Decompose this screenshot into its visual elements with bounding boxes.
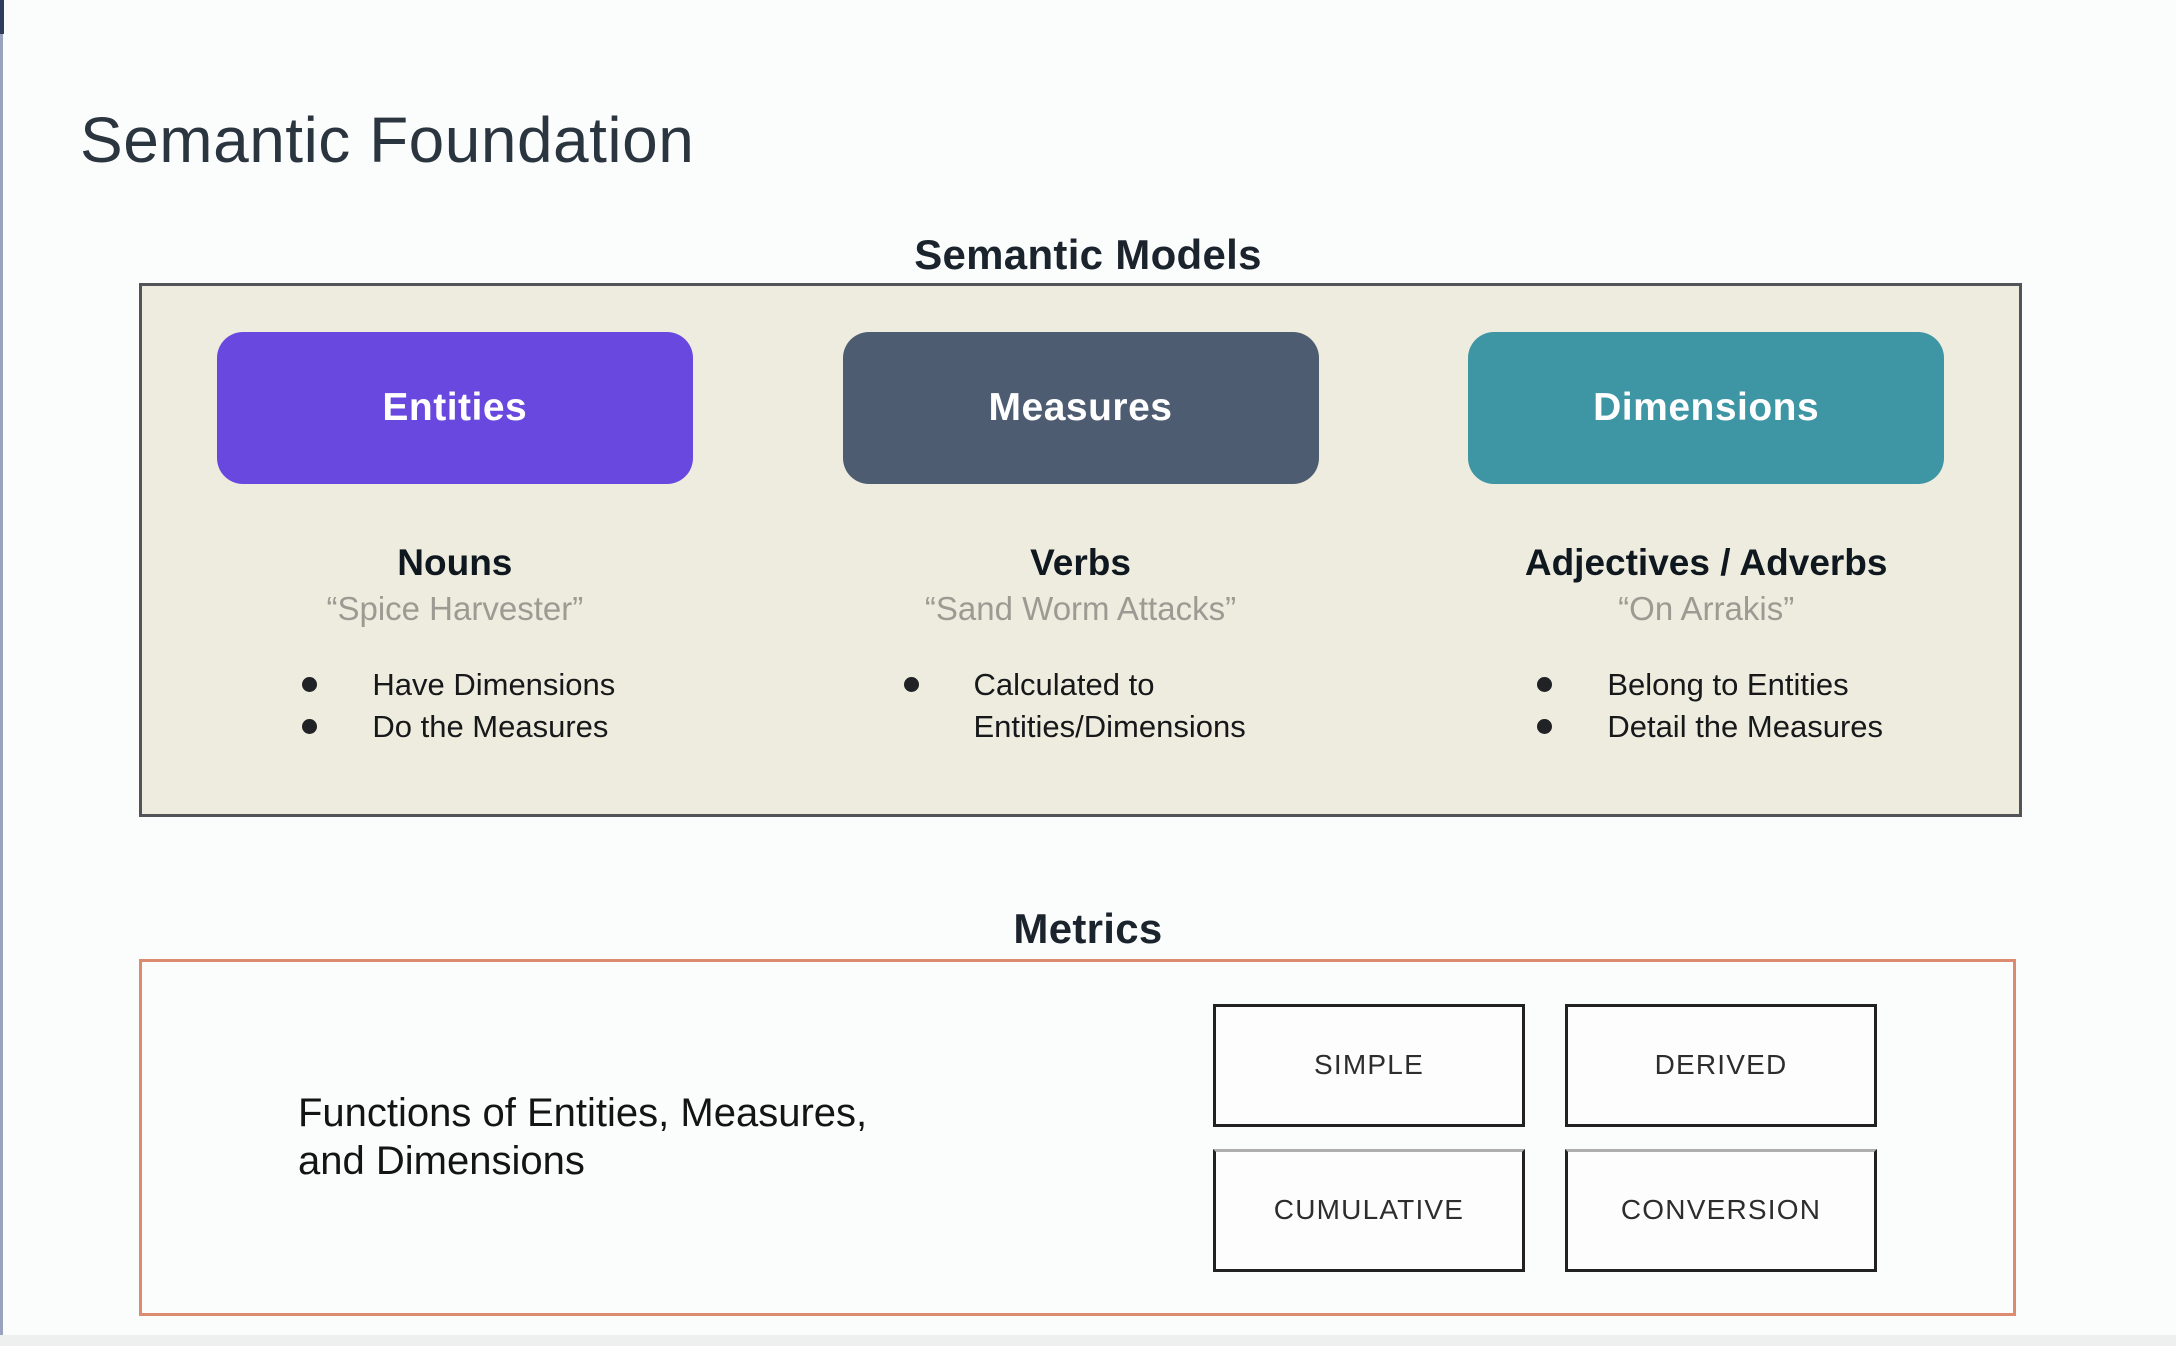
entities-pill: Entities bbox=[216, 332, 693, 484]
entities-example-quote: “Spice Harvester” bbox=[326, 589, 584, 627]
entities-bullet-list: Have Dimensions Do the Measures bbox=[294, 664, 615, 748]
window-left-edge-top bbox=[0, 0, 4, 34]
metrics-heading: Metrics bbox=[1013, 905, 1163, 952]
screen-bottom-strip bbox=[0, 1335, 2176, 1346]
entities-role-label: Nouns bbox=[397, 542, 513, 583]
metric-type-box-cumulative: CUMULATIVE bbox=[1213, 1148, 1525, 1272]
dimensions-role-label: Adjectives / Adverbs bbox=[1524, 542, 1888, 583]
metrics-description-line-1: Functions of Entities, Measures, bbox=[298, 1091, 868, 1136]
bullet-item: Detail the Measures bbox=[1529, 706, 1883, 748]
bullet-item: Belong to Entities bbox=[1529, 664, 1883, 706]
metric-type-box-simple: SIMPLE bbox=[1213, 1003, 1525, 1127]
measures-bullet-list: Calculated to Entities/Dimensions bbox=[896, 664, 1266, 748]
entities-column: Entities Nouns “Spice Harvester” Have Di… bbox=[142, 286, 768, 814]
metric-type-box-derived: DERIVED bbox=[1565, 1003, 1877, 1127]
semantic-models-heading: Semantic Models bbox=[914, 231, 1262, 278]
measures-role-label: Verbs bbox=[1030, 542, 1131, 583]
bullet-item: Calculated to Entities/Dimensions bbox=[896, 664, 1266, 748]
metrics-description: Functions of Entities, Measures, and Dim… bbox=[298, 1090, 867, 1184]
bullet-item: Do the Measures bbox=[294, 706, 615, 748]
measures-example-quote: “Sand Worm Attacks” bbox=[924, 589, 1237, 627]
dimensions-example-quote: “On Arrakis” bbox=[1618, 589, 1795, 627]
measures-column: Measures Verbs “Sand Worm Attacks” Calcu… bbox=[768, 286, 1394, 814]
metric-type-box-conversion: CONVERSION bbox=[1565, 1148, 1877, 1272]
bullet-item: Have Dimensions bbox=[294, 664, 615, 706]
slide-title: Semantic Foundation bbox=[80, 103, 695, 176]
dimensions-column: Dimensions Adjectives / Adverbs “On Arra… bbox=[1393, 286, 2019, 814]
metrics-description-line-2: and Dimensions bbox=[298, 1138, 585, 1183]
semantic-models-panel: Entities Nouns “Spice Harvester” Have Di… bbox=[139, 283, 2022, 817]
measures-pill: Measures bbox=[842, 332, 1319, 484]
metrics-panel: Functions of Entities, Measures, and Dim… bbox=[139, 959, 2016, 1316]
metric-type-grid: SIMPLE DERIVED CUMULATIVE CONVERSION bbox=[1213, 1003, 1877, 1272]
window-left-edge bbox=[0, 0, 3, 1346]
dimensions-pill: Dimensions bbox=[1468, 332, 1945, 484]
dimensions-bullet-list: Belong to Entities Detail the Measures bbox=[1529, 664, 1883, 748]
